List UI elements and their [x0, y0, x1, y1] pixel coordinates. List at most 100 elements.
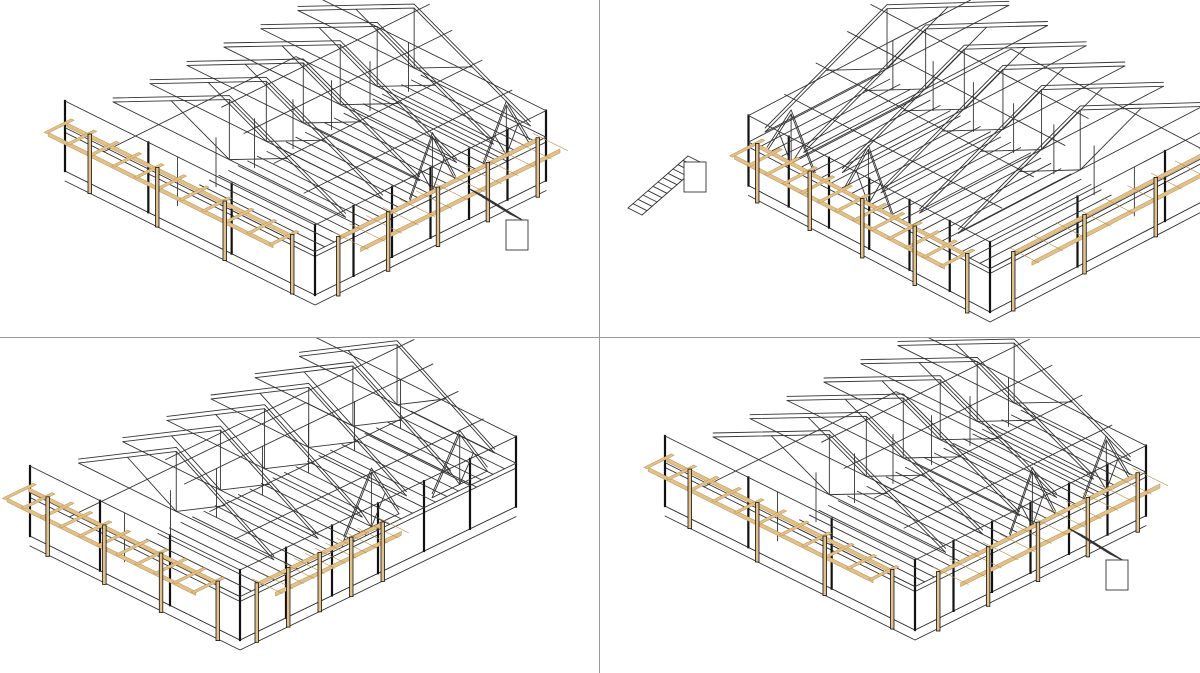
truss-web — [431, 157, 445, 193]
truss-web — [219, 483, 270, 491]
truss-web — [302, 121, 362, 124]
truss-web — [1031, 492, 1045, 528]
pergola-rafter — [294, 558, 325, 574]
joist — [962, 438, 1089, 502]
pergola-post — [155, 167, 160, 228]
pergola-beam — [6, 497, 197, 596]
viewport-top-right[interactable] — [600, 0, 1200, 337]
truss-web — [396, 398, 447, 406]
truss-web — [207, 82, 267, 142]
joist — [401, 84, 528, 148]
roof-truss — [749, 411, 984, 535]
exterior-stair — [1067, 527, 1125, 562]
joist — [169, 527, 275, 581]
roof-truss — [712, 430, 947, 553]
pergola-rafter — [1049, 509, 1086, 528]
pergola-post — [822, 535, 827, 596]
truss-rafter — [166, 404, 363, 514]
joist — [828, 115, 961, 185]
purlin — [243, 29, 453, 134]
exterior-wall — [29, 496, 241, 641]
joist — [858, 131, 991, 201]
truss-rafter — [343, 467, 400, 537]
purlin — [184, 363, 434, 485]
stair-landing-pier — [683, 161, 707, 193]
truss-web — [855, 170, 869, 205]
truss-web — [1105, 458, 1119, 491]
pergola-rafter — [245, 219, 278, 235]
pergola-post — [1085, 496, 1091, 558]
pergola-post — [336, 236, 341, 297]
viewport-bottom-left[interactable] — [0, 338, 599, 673]
wireframe-view-4 — [643, 338, 1169, 641]
pergola-post — [1135, 472, 1140, 533]
viewport-bottom-right[interactable] — [600, 338, 1200, 673]
pergola-post — [349, 536, 354, 598]
joist — [866, 486, 993, 549]
truss-web — [352, 419, 403, 427]
joist — [847, 495, 974, 559]
pergola-timber — [1008, 148, 1200, 312]
pergola-beam — [1031, 173, 1200, 266]
pergola-post — [254, 582, 259, 643]
pergola-post — [435, 186, 441, 248]
top-plate — [664, 338, 1147, 561]
truss-web — [902, 456, 962, 459]
pergola-rafter — [932, 566, 969, 585]
pergola-post — [860, 198, 865, 259]
truss-rafter — [149, 76, 384, 196]
joist — [799, 519, 926, 583]
stair-tread — [662, 177, 678, 186]
pergola-post — [1035, 521, 1041, 583]
pergola-rafter — [449, 174, 486, 193]
joist — [237, 165, 364, 229]
truss-rafter — [431, 429, 488, 495]
truss-rafter — [764, 0, 1010, 129]
pergola-rafter — [499, 149, 535, 168]
viewport-top-left[interactable] — [0, 0, 599, 337]
joist — [341, 444, 448, 498]
stair-stringer — [481, 194, 525, 222]
truss-web — [215, 414, 266, 470]
truss-web — [865, 474, 925, 477]
pergola-rafter — [252, 578, 283, 594]
joist — [399, 416, 505, 470]
purlin — [303, 89, 513, 194]
truss-web — [445, 465, 461, 485]
pergola-rafter — [283, 563, 315, 579]
pergola-rafter — [58, 511, 94, 529]
joist — [218, 174, 345, 238]
pergola-rafter — [982, 542, 1019, 561]
truss-web — [347, 350, 398, 406]
pergola-post — [890, 569, 895, 630]
joist — [939, 173, 1072, 243]
joist — [330, 449, 436, 503]
truss-web — [126, 456, 177, 512]
truss-rafter — [712, 430, 947, 549]
joist — [203, 510, 310, 564]
pergola-rafter — [262, 573, 294, 589]
pergola-rafter — [1008, 247, 1040, 264]
joist — [972, 433, 1099, 497]
pergola-rafter — [1103, 197, 1135, 214]
floor-joists — [29, 338, 517, 598]
pergola-post — [1011, 251, 1016, 312]
ridge-beam — [165, 339, 415, 461]
joist — [353, 438, 459, 492]
pergola-post — [102, 524, 107, 585]
truss-web — [1018, 169, 1081, 173]
pergola-post — [485, 161, 491, 223]
truss-web — [413, 66, 473, 69]
pergola-rafter — [43, 118, 75, 135]
truss-web — [1002, 67, 1065, 130]
pergola-rafter — [1099, 484, 1135, 503]
joist — [228, 170, 354, 233]
pergola-beam — [647, 466, 874, 584]
joist — [420, 74, 547, 138]
purlin — [815, 62, 1034, 178]
joist — [192, 516, 298, 570]
roof-purlins — [821, 338, 1113, 529]
pergola-rafter — [1151, 172, 1182, 190]
truss-rafter — [408, 132, 456, 200]
truss-web — [955, 343, 1015, 404]
